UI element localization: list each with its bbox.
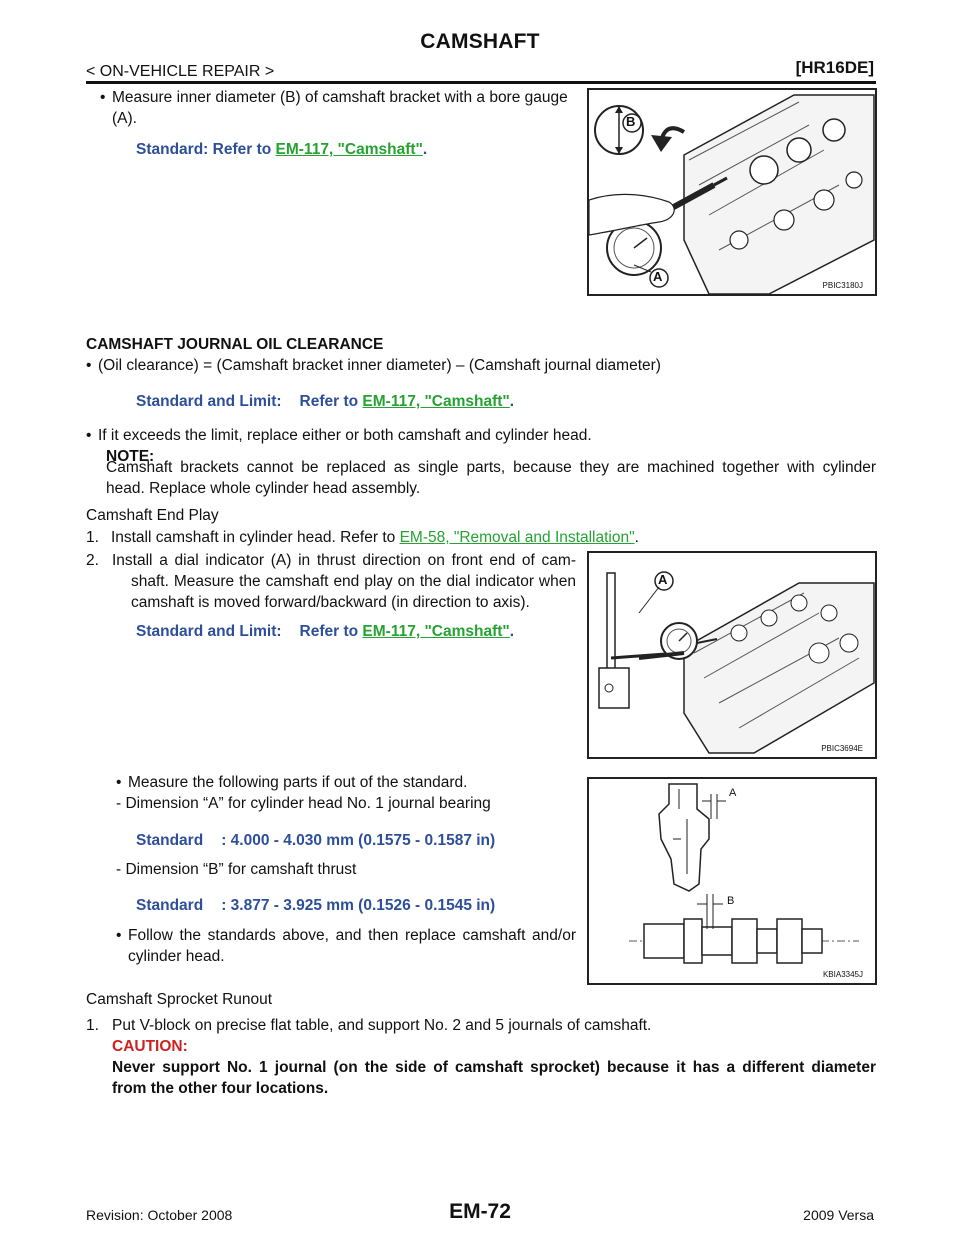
dial-indicator-illustration (598, 571, 875, 754)
runout-step-1-text: Put V-block on precise flat table, and s… (112, 1017, 652, 1034)
step-text: Install camshaft in cylinder head. Refer… (110, 529, 400, 546)
figure-code: PBIC3694E (821, 744, 863, 753)
header-rule (86, 81, 876, 84)
page-title: CAMSHAFT (420, 30, 540, 53)
link-em58-removal-installation[interactable]: EM-58, "Removal and Installation" (399, 529, 635, 546)
note-label: NOTE: (106, 448, 155, 465)
standard-b-line: Standard : 3.877 - 3.925 mm (0.1526 - 0.1… (136, 897, 495, 915)
standard-a-line: Standard : 4.000 - 4.030 mm (0.1575 - 0.1… (136, 832, 495, 850)
figure-code: KBIA3345J (822, 970, 863, 979)
caution-line-1: Never support No. 1 journal (on the side… (112, 1059, 876, 1076)
end-play-step-2-num: 2. (86, 552, 99, 569)
standard-suffix: . (509, 623, 515, 640)
sprocket-runout-heading: Camshaft Sprocket Runout (86, 991, 273, 1008)
standard-suffix: . (509, 393, 515, 410)
note-line-1: Camshaft brackets cannot be replaced as … (106, 459, 876, 476)
step-number: 1. (86, 529, 99, 546)
dimension-a-label: A (729, 787, 737, 799)
standard-limit-line-2: Standard and Limit: Refer to EM-117, "Cam… (136, 623, 514, 641)
runout-step-1-num: 1. (86, 1017, 99, 1034)
page-number: EM-72 (449, 1200, 511, 1223)
oil-clearance-formula: (Oil clearance) = (Camshaft bracket inne… (86, 355, 661, 376)
caution-label: CAUTION: (112, 1038, 188, 1055)
callout-a-marker (649, 268, 669, 288)
revision-date: Revision: October 2008 (86, 1207, 233, 1223)
callout-b-marker (622, 113, 642, 133)
standard-line-1: Standard: Refer to EM-117, "Camshaft". (136, 141, 427, 159)
cylinder-head-bore-gauge-illustration (588, 94, 875, 295)
end-play-step-1: 1. Install camshaft in cylinder head. Ref… (86, 527, 639, 548)
standard-suffix: . (422, 141, 428, 158)
figure-code: PBIC3180J (822, 281, 863, 290)
exceed-bullet: If it exceeds the limit, replace either … (86, 425, 592, 446)
step-suffix: . (634, 529, 639, 546)
callout-a: A (653, 269, 663, 284)
callout-b: B (626, 114, 636, 129)
dimension-b-line: - Dimension “B” for camshaft thrust (116, 861, 357, 878)
standard-prefix: Standard: Refer to (136, 141, 276, 158)
section-label: < ON-VEHICLE REPAIR > (86, 63, 275, 80)
link-em117-camshaft[interactable]: EM-117, "Camshaft" (362, 393, 510, 410)
standard-limit-line-1: Standard and Limit: Refer to EM-117, "Cam… (136, 393, 514, 411)
link-em117-camshaft[interactable]: EM-117, "Camshaft" (362, 623, 510, 640)
note-line-2: head. Replace whole cylinder head assemb… (106, 480, 421, 497)
standard-b-value: : 3.877 - 3.925 mm (0.1526 - 0.1545 in) (221, 897, 496, 914)
standard-a-label: Standard (136, 832, 204, 849)
follow-standards-line-2: cylinder head. (128, 948, 225, 965)
bore-gauge-bullet-cont: (A). (112, 110, 137, 127)
end-play-step-2-line-3: camshaft is moved forward/backward (in d… (131, 594, 530, 611)
figure-dial-indicator: A PBIC3694E (587, 551, 877, 759)
end-play-step-2-line-1: Install a dial indicator (A) in thrust d… (112, 552, 576, 569)
oil-clearance-heading: CAMSHAFT JOURNAL OIL CLEARANCE (86, 336, 384, 353)
standard-limit-label: Standard and Limit: (136, 623, 282, 640)
caution-line-2: from the other four locations. (112, 1080, 329, 1097)
end-play-heading: Camshaft End Play (86, 507, 219, 524)
dimension-b-label: B (727, 895, 735, 907)
standard-limit-label: Standard and Limit: (136, 393, 282, 410)
refer-to-label: Refer to (299, 623, 363, 640)
figure-bore-gauge: B A PBIC3180J (587, 88, 877, 296)
bore-gauge-bullet: Measure inner diameter (B) of camshaft b… (100, 87, 568, 108)
measure-bullet: Measure the following parts if out of th… (116, 772, 468, 793)
follow-standards-line-1: Follow the standards above, and then rep… (116, 925, 576, 946)
standard-a-value: : 4.000 - 4.030 mm (0.1575 - 0.1587 in) (221, 832, 496, 849)
callout-a-marker (654, 571, 674, 591)
camshaft-bearing-dimension-illustration (629, 783, 859, 964)
link-em117-camshaft[interactable]: EM-117, "Camshaft" (275, 141, 423, 158)
standard-b-label: Standard (136, 897, 204, 914)
refer-to-label: Refer to (299, 393, 363, 410)
figure-dimension-a-b: A B KBIA3345J (587, 777, 877, 985)
model-year: 2009 Versa (803, 1207, 874, 1223)
engine-code: [HR16DE] (795, 58, 874, 77)
callout-a: A (658, 572, 668, 587)
end-play-step-2-line-2: shaft. Measure the camshaft end play on … (131, 573, 576, 590)
dimension-a-line: - Dimension “A” for cylinder head No. 1 … (116, 795, 491, 812)
